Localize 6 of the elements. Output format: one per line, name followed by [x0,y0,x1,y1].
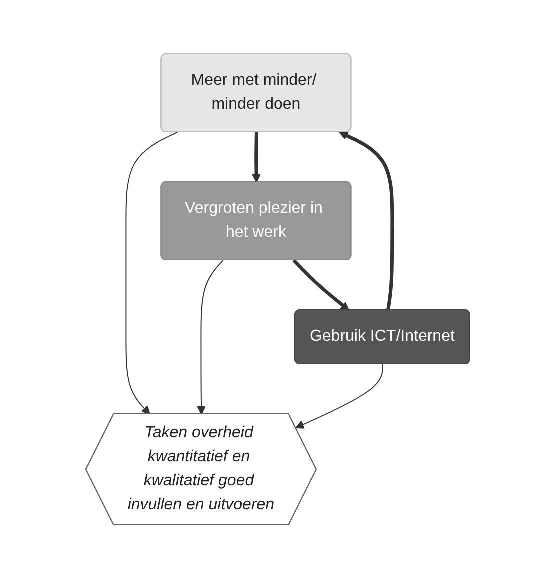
arrow [338,131,394,310]
arrow [252,132,260,182]
arrow [295,364,383,428]
arrow [125,132,178,414]
arrow [292,258,350,310]
arrow [196,260,224,414]
